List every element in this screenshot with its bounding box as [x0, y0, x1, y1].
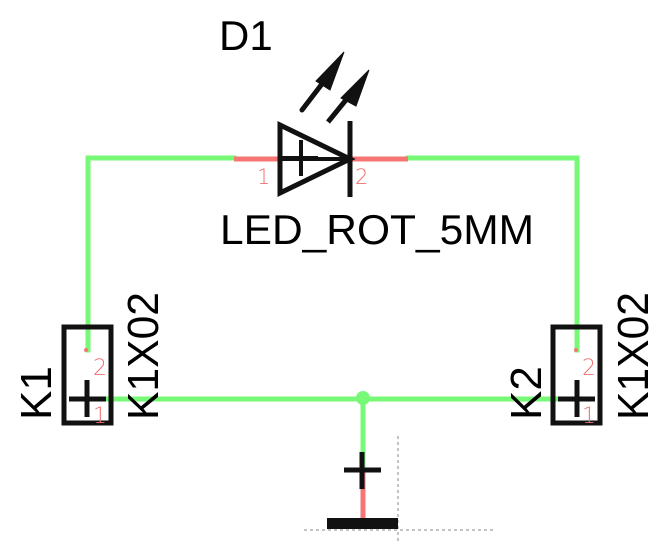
gnd-symbol[interactable] — [327, 452, 398, 529]
k2-body — [550, 324, 603, 426]
d1-name-label: D1 — [219, 12, 273, 59]
k2-connector-symbol[interactable] — [550, 324, 603, 426]
d1-pin1-label: 1 — [257, 165, 270, 189]
k1-pin2-label: 2 — [93, 356, 107, 381]
d1-pin2-label: 2 — [355, 165, 368, 189]
k1-pin1-label: 1 — [93, 404, 107, 429]
gnd-bar — [327, 518, 398, 529]
k2-value-label: K1X02 — [609, 292, 658, 420]
k1-body — [61, 324, 114, 426]
k2-name-label: K2 — [502, 366, 551, 420]
k1-value-label: K1X02 — [119, 292, 168, 420]
k2-pin1-label: 1 — [582, 404, 596, 429]
k1-connector-symbol[interactable] — [61, 324, 114, 426]
d1-led-symbol[interactable] — [277, 51, 370, 197]
light-emission-arrows-icon — [299, 51, 370, 124]
wire-d1-to-k2[interactable] — [405, 155, 580, 353]
junction-dot — [356, 391, 370, 405]
wire-k1-to-d1[interactable] — [85, 155, 237, 353]
k1-name-label: K1 — [12, 366, 61, 420]
k2-pin2-dot — [574, 348, 578, 352]
k2-pin2-label: 2 — [582, 356, 596, 381]
d1-value-label: LED_ROT_5MM — [220, 206, 534, 253]
k1-pin2-dot — [84, 348, 88, 352]
